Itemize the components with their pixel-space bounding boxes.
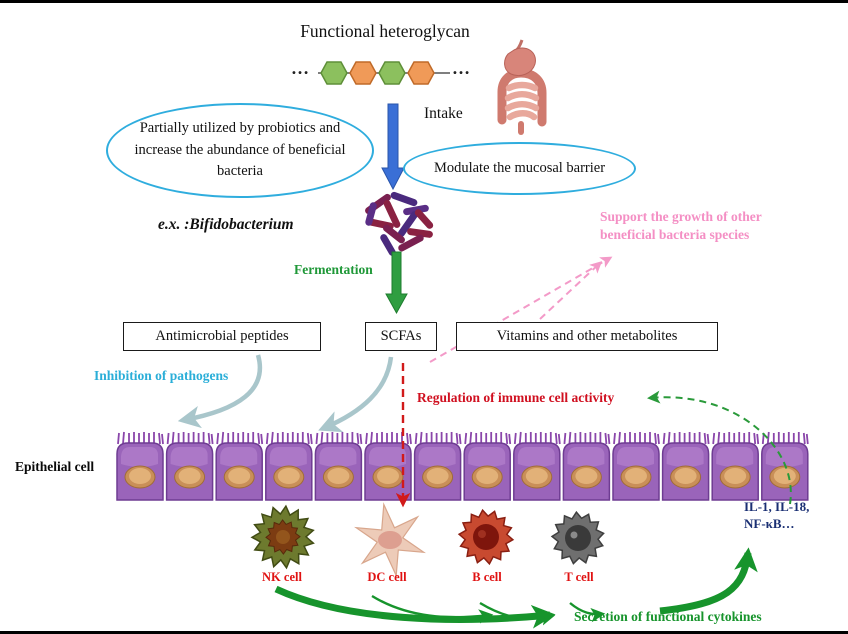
chain-ellipsis-left: … [291, 58, 309, 78]
cytokine-feedback-arrow [647, 390, 792, 505]
intake-label: Intake [424, 105, 463, 122]
support-growth-note: Support the growth of other beneficial b… [600, 209, 762, 243]
t-cell-illustration [550, 510, 605, 565]
secretion-label: Secretion of functional cytokines [574, 609, 762, 624]
chain-ellipsis-right: … [452, 58, 470, 78]
vitamins-metabolites-box: Vitamins and other metabolites [456, 322, 718, 351]
diagram-title: Functional heteroglycan [300, 21, 470, 41]
bifidobacterium-label: e.x. :Bifidobacterium [158, 216, 294, 233]
nk-cell-illustration [250, 504, 315, 570]
t-cell-label: T cell [564, 570, 594, 584]
gi-tract-icon [497, 39, 547, 135]
antimicrobial-peptides-box: Antimicrobial peptides [123, 322, 321, 351]
heteroglycan-chain-illustration [318, 61, 450, 85]
inhibition-label: Inhibition of pathogens [94, 368, 229, 383]
fermentation-label: Fermentation [294, 262, 373, 277]
secretion-arrows [274, 547, 758, 629]
cytokines-label: IL-1, IL-18, NF-κB… [744, 499, 810, 531]
fermentation-arrow [385, 251, 408, 315]
epithelial-cell-layer [116, 431, 809, 501]
dc-cell-label: DC cell [367, 570, 407, 584]
scfas-box: SCFAs [365, 322, 437, 351]
support-growth-arrows [429, 256, 613, 363]
dc-cell-illustration [353, 502, 427, 578]
b-cell-label: B cell [472, 570, 502, 584]
nk-cell-label: NK cell [262, 570, 302, 584]
bottom-border-line [0, 631, 848, 634]
bifidobacterium-illustration [365, 191, 434, 256]
regulation-label: Regulation of immune cell activity [417, 390, 615, 405]
epithelial-cell-label: Epithelial cell [15, 459, 95, 474]
top-border-line [0, 0, 848, 3]
b-cell-illustration [457, 508, 515, 566]
probiotics-bubble: Partially utilized by probiotics and inc… [106, 103, 374, 198]
inhibition-arrows [177, 354, 394, 433]
mucosal-barrier-bubble: Modulate the mucosal barrier [403, 142, 636, 195]
intake-arrow [381, 103, 405, 191]
